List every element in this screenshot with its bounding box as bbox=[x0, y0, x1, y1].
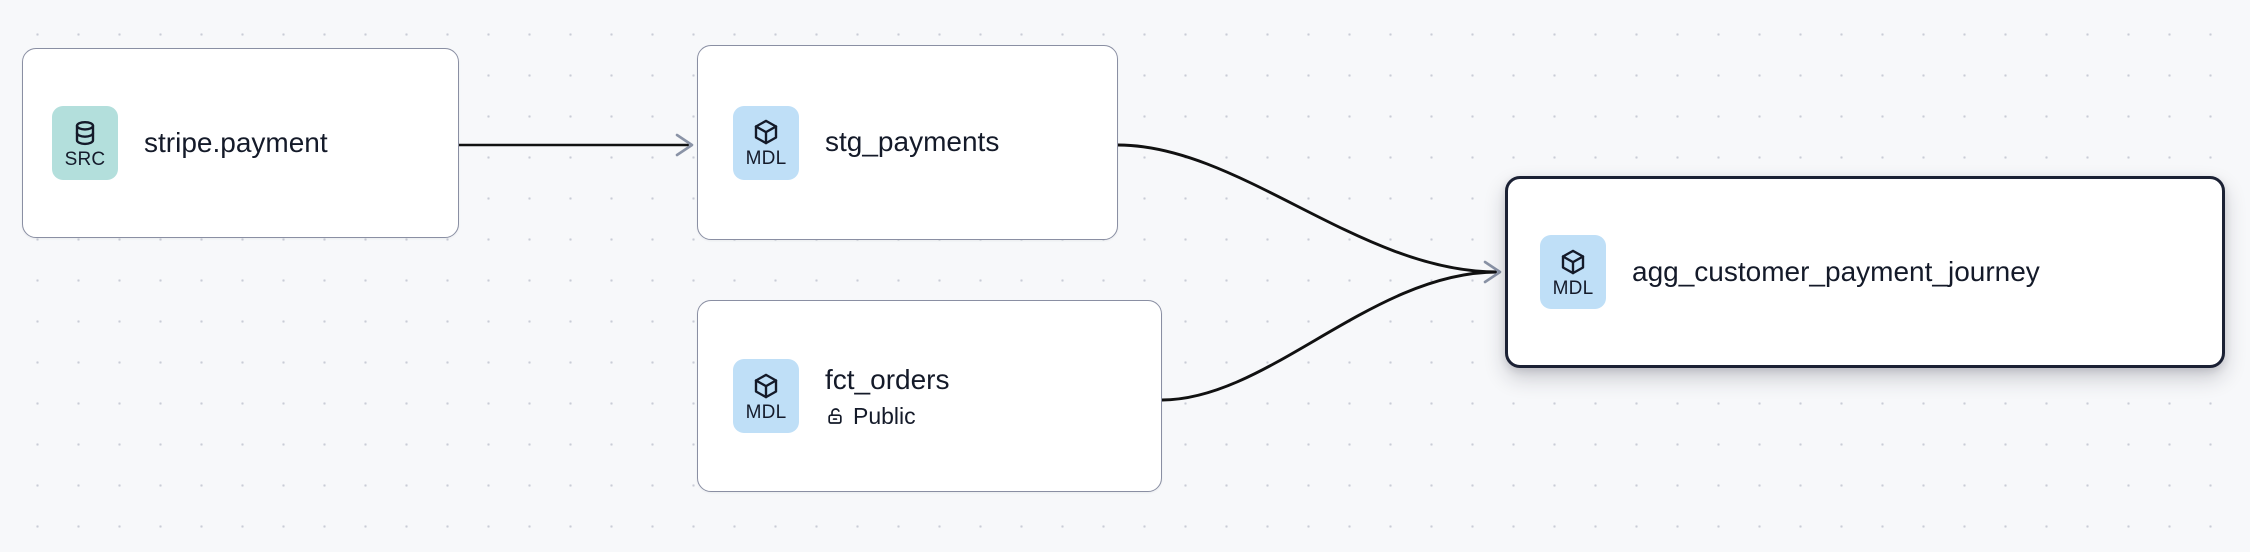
arrow-head-icon bbox=[1483, 260, 1502, 284]
cube-icon bbox=[751, 117, 781, 147]
badge-label: MDL bbox=[1552, 277, 1594, 299]
node-stg-payments[interactable]: MDL stg_payments bbox=[697, 45, 1118, 240]
node-badge-mdl: MDL bbox=[733, 359, 799, 433]
node-fct-orders[interactable]: MDL fct_orders Public bbox=[697, 300, 1162, 492]
database-icon bbox=[70, 118, 100, 148]
node-title: agg_customer_payment_journey bbox=[1632, 255, 2040, 287]
node-visibility: Public bbox=[825, 402, 950, 429]
badge-label: MDL bbox=[745, 148, 787, 169]
badge-label: SRC bbox=[64, 148, 106, 170]
node-body: stripe.payment bbox=[144, 127, 328, 159]
cube-icon bbox=[1558, 247, 1588, 277]
edge-fct-to-agg bbox=[1161, 270, 1498, 402]
node-title: stripe.payment bbox=[144, 126, 328, 158]
edge-stripe-to-stg bbox=[459, 133, 694, 157]
unlock-icon bbox=[825, 406, 845, 426]
node-body: agg_customer_payment_journey bbox=[1632, 256, 2040, 288]
node-title: stg_payments bbox=[825, 126, 1000, 158]
badge-label: MDL bbox=[745, 401, 787, 423]
node-body: stg_payments bbox=[825, 126, 999, 158]
node-body: fct_orders Public bbox=[825, 364, 950, 427]
node-badge-mdl: MDL bbox=[1540, 235, 1606, 309]
node-stripe-payment[interactable]: SRC stripe.payment bbox=[22, 48, 459, 238]
node-badge-src: SRC bbox=[52, 106, 118, 180]
cube-icon bbox=[751, 371, 781, 401]
node-agg-customer-payment-journey[interactable]: MDL agg_customer_payment_journey bbox=[1505, 176, 2225, 368]
node-visibility-label: Public bbox=[853, 402, 916, 429]
node-title: fct_orders bbox=[825, 364, 950, 396]
node-badge-mdl: MDL bbox=[733, 105, 799, 180]
edge-arrow-into-agg bbox=[1483, 260, 1502, 284]
edge-stg-to-agg bbox=[1117, 143, 1498, 274]
arrow-head-icon bbox=[675, 133, 694, 157]
